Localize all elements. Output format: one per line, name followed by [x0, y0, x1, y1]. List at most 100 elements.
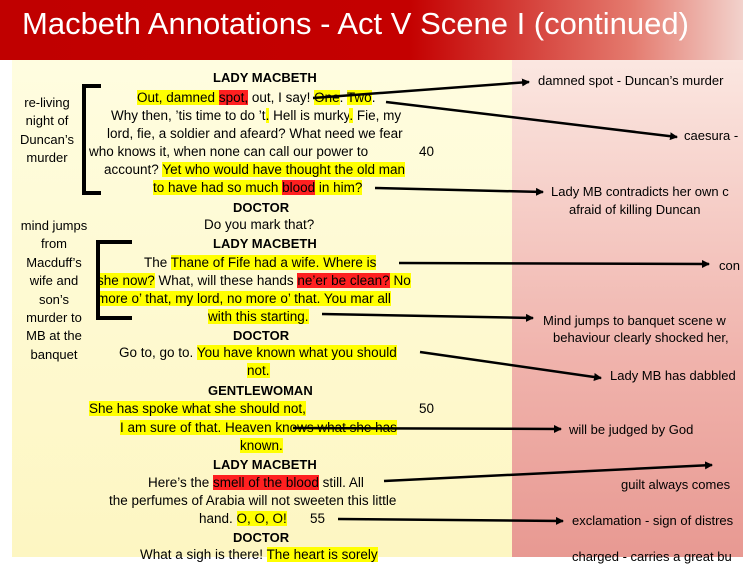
speaker-label: DOCTOR: [233, 200, 290, 215]
title-banner: Macbeth Annotations - Act V Scene I (con…: [0, 0, 743, 60]
script-line: Here’s the smell of the blood still. All: [148, 474, 364, 492]
side-note-line: MB at the: [26, 328, 82, 344]
script-text-segment: Go to, go to.: [119, 345, 197, 360]
script-text-segment: my: [383, 108, 402, 123]
page-title: Macbeth Annotations - Act V Scene I (con…: [22, 6, 689, 41]
script-line: more o’ that, my lord, no more o’ that. …: [97, 290, 391, 308]
script-text-segment: spot,: [218, 90, 249, 105]
script-text-segment: She has spoke what she should not,: [89, 401, 306, 416]
annotation-note: guilt always comes: [621, 477, 731, 492]
side-note-line: murder to: [26, 310, 82, 326]
script-line: She has spoke what she should not,: [89, 400, 306, 418]
script-line: Out, damned spot, out, I say! One. Two.: [137, 89, 375, 107]
script-line: to have had so much blood in him?: [153, 179, 363, 197]
script-line: Go to, go to. You have known what you sh…: [119, 344, 397, 362]
script-text-segment: smell of the blood: [213, 475, 319, 490]
script-line: lord, fie, a soldier and afeard? What ne…: [107, 125, 403, 143]
script-text-segment: Why then, ’tis time to do ’t: [111, 108, 266, 123]
script-line: she now? What, will these hands ne’er be…: [97, 272, 411, 290]
arrow: [292, 424, 562, 433]
line-number: 40: [419, 144, 435, 159]
side-note-mind-jumps: mind jumps from Macduff’s wife and son’s…: [14, 217, 94, 364]
script-text-segment: to have had so much: [153, 180, 283, 195]
side-note-line: wife and: [29, 273, 79, 289]
speaker-label: GENTLEWOMAN: [208, 383, 313, 398]
script-text-segment: known.: [240, 438, 283, 453]
script-text-segment: blood: [282, 180, 316, 195]
side-note-line: night of: [25, 113, 69, 129]
line-number: 50: [419, 401, 435, 416]
side-note-line: banquet: [30, 346, 78, 362]
script-text-segment: more o’ that, my lord, no more o’ that. …: [97, 291, 391, 306]
arrow: [374, 186, 544, 196]
script-text-segment: hand.: [199, 511, 237, 526]
script-text-segment: she now?: [97, 273, 155, 288]
side-note-line: son’s: [38, 291, 70, 307]
speaker-label: LADY MACBETH: [213, 236, 317, 251]
speaker-label: DOCTOR: [233, 328, 290, 343]
annotation-note: afraid of killing Duncan: [569, 202, 701, 217]
script-text-segment: the perfumes of Arabia will not sweeten …: [109, 493, 397, 508]
script-text-segment: Here’s the: [148, 475, 214, 490]
script-line: Why then, ’tis time to do ’t. Hell is mu…: [111, 107, 401, 125]
script-line: I am sure of that. Heaven knows what she…: [120, 419, 397, 437]
speaker-label: LADY MACBETH: [213, 457, 317, 472]
script-text-segment: Fie,: [353, 108, 384, 123]
script-text-segment: account?: [104, 162, 163, 177]
script-line: who knows it, when none can call our pow…: [89, 143, 368, 161]
script-text-segment: in him?: [315, 180, 363, 195]
annotation-note: caesura -: [684, 128, 739, 143]
script-text-segment: You have known what you should: [196, 345, 397, 360]
script-line: account? Yet who would have thought the …: [104, 161, 405, 179]
script-text-segment: not.: [247, 363, 270, 378]
script-text-segment: .: [339, 90, 347, 105]
script-line: The Thane of Fife had a wife. Where is: [144, 254, 377, 272]
annotation-note: will be judged by God: [569, 422, 694, 437]
speaker-label: DOCTOR: [233, 530, 290, 545]
script-text-segment: lord, fie, a soldier and afeard? What ne…: [107, 126, 403, 141]
script-text-segment: with this starting.: [208, 309, 309, 324]
arrow: [383, 461, 713, 483]
script-text-segment: who knows it, when none can call our pow…: [89, 144, 369, 159]
annotation-note: Mind jumps to banquet scene w: [543, 313, 726, 328]
script-text-segment: O, O, O!: [236, 511, 287, 526]
script-text-segment: Yet who would have thought the old man: [162, 162, 405, 177]
arrow: [398, 259, 710, 268]
script-line: hand. O, O, O!: [199, 510, 287, 528]
script-text-segment: .: [371, 90, 376, 105]
script-text-segment: Hell is murky: [269, 108, 350, 123]
script-line: with this starting.: [208, 308, 309, 326]
script-text-segment: Thane of Fife had a wife. Where is: [170, 255, 377, 270]
script-text-segment: The: [144, 255, 171, 270]
script-text-segment: Out, damned: [137, 90, 219, 105]
bracket: [82, 84, 101, 195]
annotation-note: behaviour clearly shocked her,: [553, 330, 729, 345]
script-text-segment: No: [389, 273, 411, 288]
side-note-line: from: [41, 236, 67, 252]
script-text-segment: .: [349, 108, 354, 123]
script-text-segment: I am sure of that. Heaven knows what she…: [120, 420, 397, 435]
arrow: [312, 78, 530, 100]
line-number: 55: [310, 511, 326, 526]
side-note-line: Macduff’s: [26, 254, 82, 270]
side-note-line: mind jumps: [20, 218, 88, 233]
side-note-line: murder: [26, 150, 68, 166]
annotation-panel: [512, 60, 743, 557]
arrow: [321, 312, 534, 322]
script-text-segment: still. All: [318, 475, 364, 490]
arrow: [385, 100, 678, 141]
annotation-note: damned spot - Duncan’s murder: [538, 73, 724, 88]
side-note-line: Duncan’s: [20, 131, 74, 147]
speaker-label: LADY MACBETH: [213, 70, 317, 85]
side-note-reliving: re-living night of Duncan’s murder: [14, 94, 80, 168]
annotation-note: Lady MB contradicts her own c: [551, 184, 729, 199]
script-line: the perfumes of Arabia will not sweeten …: [109, 492, 396, 510]
bracket: [96, 240, 132, 320]
annotation-note: exclamation - sign of distres: [572, 513, 734, 528]
annotation-note: Lady MB has dabbled: [610, 368, 736, 383]
script-line: not.: [247, 362, 270, 380]
arrow: [337, 516, 564, 525]
annotation-note: con: [719, 258, 740, 273]
